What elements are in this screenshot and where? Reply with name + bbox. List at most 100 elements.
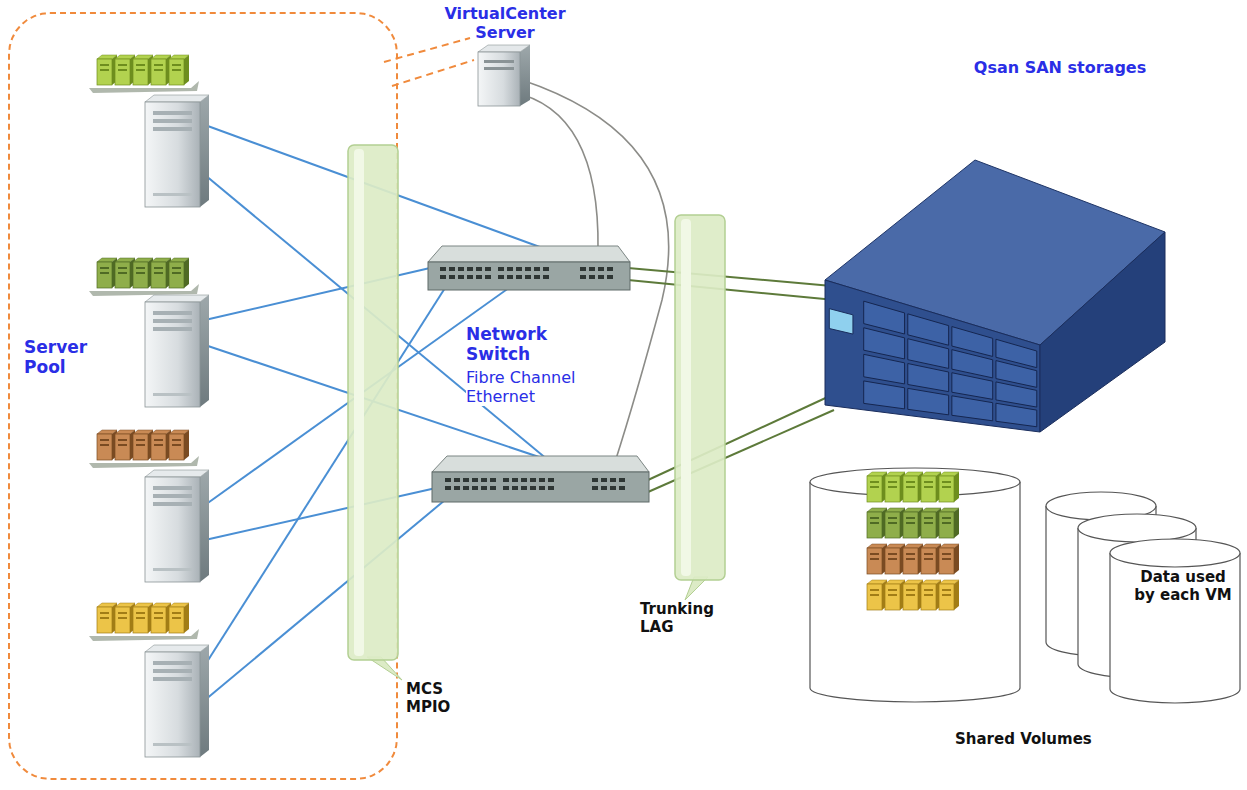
vm-slot [154, 617, 163, 619]
vm-front [903, 476, 918, 502]
vm-front [921, 512, 936, 538]
vm-front [939, 584, 954, 610]
vm-icon [169, 603, 189, 633]
vm-slot [100, 69, 109, 71]
drive-bay [864, 328, 905, 359]
vm-top [97, 55, 117, 59]
vm-top [151, 258, 171, 262]
vm-slot [154, 439, 163, 441]
volume-cylinder [1110, 539, 1240, 703]
vm-front [885, 584, 900, 610]
storage-cables [628, 268, 835, 492]
switch-port [516, 275, 522, 279]
vm-slot [100, 444, 109, 446]
diagram-node: VirtualCenter Server [430, 4, 580, 45]
tower-vent [153, 393, 192, 396]
vm-top [939, 544, 959, 548]
tower-top [145, 295, 209, 302]
vm-top [169, 430, 189, 434]
switch-port [592, 478, 598, 482]
switch-port [548, 486, 554, 490]
vm-top [903, 580, 923, 584]
tower-bay [153, 311, 192, 315]
vm-slot [154, 267, 163, 269]
tower-bay [153, 661, 192, 665]
switch-port [607, 275, 613, 279]
vm-slot [136, 272, 145, 274]
switch-port [516, 267, 522, 271]
vm-top [939, 472, 959, 476]
vm-front [169, 434, 184, 460]
vm-front [903, 584, 918, 610]
tower-vent [153, 193, 192, 196]
vm-icon [97, 258, 117, 288]
vm-top [867, 508, 887, 512]
switch-port [521, 486, 527, 490]
band-outline [630, 210, 760, 650]
vm-slot [924, 589, 933, 591]
node-label: Data used by each VM [1128, 568, 1238, 604]
switch-port [467, 275, 473, 279]
tower-vent [153, 568, 192, 571]
vm-side [954, 508, 959, 538]
vm-front [97, 434, 112, 460]
vm-slot [924, 481, 933, 483]
switch-port [598, 275, 604, 279]
tower-front [145, 302, 200, 407]
vm-slot [172, 439, 181, 441]
vm-top [903, 472, 923, 476]
node-label: MCS MPIO [406, 680, 478, 716]
vm-slot [906, 481, 915, 483]
tower-side [200, 645, 209, 757]
vm-side [954, 580, 959, 610]
vm-slot [906, 522, 915, 524]
vm-front [169, 59, 184, 85]
vm-slot [100, 612, 109, 614]
switch-port [454, 486, 460, 490]
vm-slot [888, 589, 897, 591]
switch-top [428, 246, 630, 262]
vm-front [133, 59, 148, 85]
vm-top [867, 580, 887, 584]
vm-slot [870, 481, 879, 483]
tower-side [200, 470, 209, 582]
vm-icon [921, 508, 941, 538]
vm-top [97, 430, 117, 434]
server-tower [145, 645, 209, 757]
vm-top [133, 430, 153, 434]
vm-front [867, 476, 882, 502]
band-outline [340, 140, 490, 740]
vm-slot [118, 272, 127, 274]
vm-top [169, 55, 189, 59]
vm-top [151, 603, 171, 607]
server-pool [89, 55, 209, 757]
diagram-node: Qsan SAN storages [965, 58, 1155, 80]
tower-top [145, 645, 209, 652]
band-bar [348, 145, 398, 660]
vm-slot [924, 517, 933, 519]
vm-slot [888, 522, 897, 524]
vm-front [133, 262, 148, 288]
volume-cylinder [810, 468, 1020, 702]
switch-port [454, 478, 460, 482]
switch-port [490, 478, 496, 482]
tower-front [145, 477, 200, 582]
vm-slot [172, 444, 181, 446]
switch-port [521, 478, 527, 482]
switch-top [432, 456, 649, 472]
vm-front [151, 607, 166, 633]
vm-front [903, 548, 918, 574]
vm-slot [888, 517, 897, 519]
drive-bay [864, 354, 905, 384]
vm-icon [151, 55, 171, 85]
tower-bay [153, 677, 192, 681]
diagram-node: Trunking LAG [630, 210, 760, 650]
vm-slot [888, 594, 897, 596]
vm-front [921, 476, 936, 502]
vm-icon [867, 508, 887, 538]
vm-slot [118, 612, 127, 614]
switch-port [543, 275, 549, 279]
switch-port [512, 478, 518, 482]
array-side [1040, 232, 1165, 432]
